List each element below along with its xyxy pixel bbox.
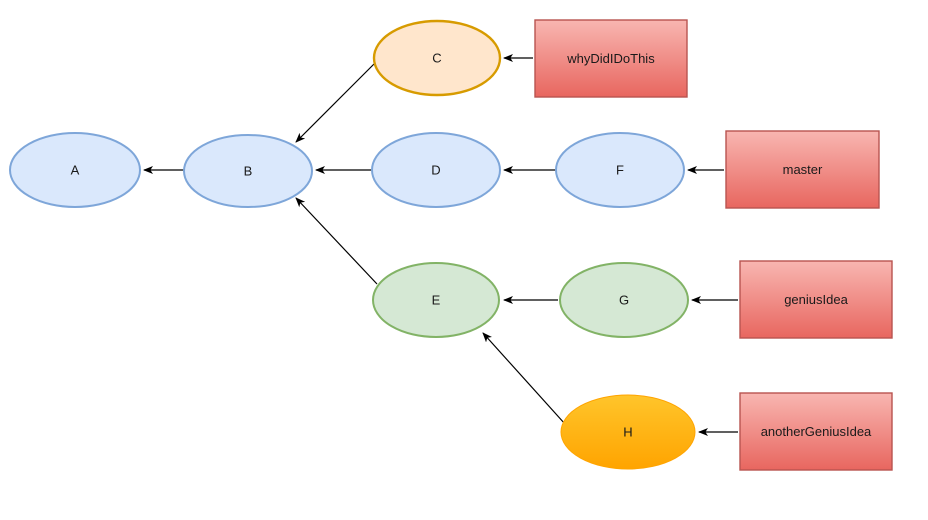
branch-label-whydididothis[interactable]: whyDidIDoThis: [534, 19, 688, 98]
branch-label-box[interactable]: [739, 392, 893, 471]
branch-label-geniusidea[interactable]: geniusIdea: [739, 260, 893, 339]
node-e[interactable]: E: [372, 262, 500, 338]
edges-layer: [143, 54, 738, 436]
node-shape-d[interactable]: [371, 132, 501, 208]
node-b[interactable]: B: [183, 134, 313, 208]
edge-C-B: [295, 60, 378, 143]
node-shape-b[interactable]: [183, 134, 313, 208]
edge-H-E: [482, 332, 566, 425]
edge-E-B: [295, 197, 378, 285]
node-h[interactable]: H: [560, 394, 696, 470]
labels-layer: whyDidIDoThis master geniusIdea anotherGeni…: [534, 19, 893, 471]
edge-line: [295, 197, 378, 285]
edge-line: [295, 60, 378, 143]
node-shape-h[interactable]: [560, 394, 696, 470]
branch-label-anothergeniusidea[interactable]: anotherGeniusIdea: [739, 392, 893, 471]
node-shape-f[interactable]: [555, 132, 685, 208]
node-a[interactable]: A: [9, 132, 141, 208]
node-shape-a[interactable]: [9, 132, 141, 208]
node-c[interactable]: C: [372, 19, 502, 97]
node-shape-c[interactable]: [372, 19, 502, 97]
node-shape-g[interactable]: [559, 262, 689, 338]
branch-label-box[interactable]: [739, 260, 893, 339]
branch-label-master[interactable]: master: [725, 130, 880, 209]
branch-label-box[interactable]: [534, 19, 688, 98]
node-d[interactable]: D: [371, 132, 501, 208]
node-f[interactable]: F: [555, 132, 685, 208]
node-g[interactable]: G: [559, 262, 689, 338]
branch-label-box[interactable]: [725, 130, 880, 209]
edge-line: [482, 332, 566, 425]
node-shape-e[interactable]: [372, 262, 500, 338]
